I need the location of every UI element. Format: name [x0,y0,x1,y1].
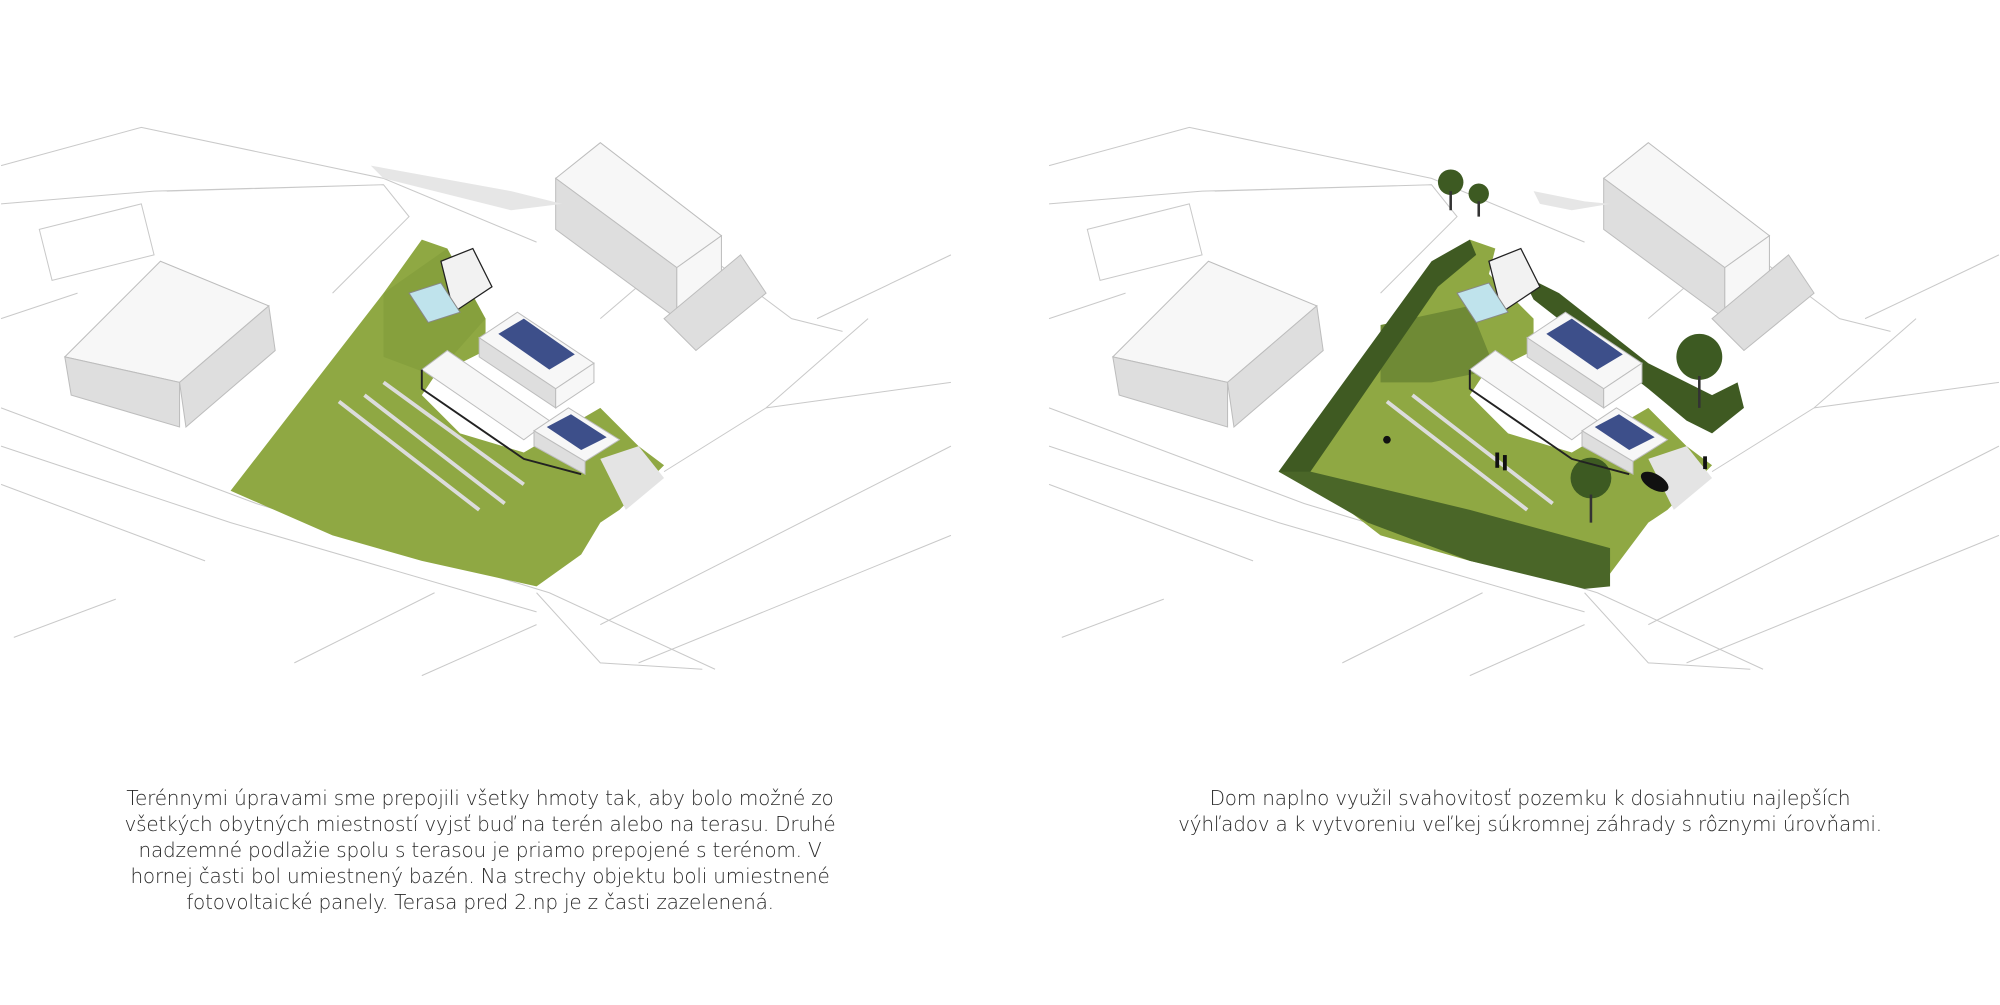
car [1640,471,1669,492]
shadow-plume [1533,191,1611,211]
trees [1437,169,1723,523]
site-axonometric-garden [1048,126,2000,677]
driveway [600,446,665,510]
people-figures [1383,435,1707,471]
neighbor-building-right [1602,142,1815,352]
context-lines [1048,126,2000,677]
house-building [408,247,621,476]
neighbor-house-left [63,260,276,428]
house-building [1456,247,1669,476]
left-panel-caption: Terénnymi úpravami sme prepojili všetky … [124,786,836,914]
pool [408,282,461,324]
hedges [1278,239,1744,589]
site-axonometric-terrain [0,126,952,677]
terrain-lawn [230,239,665,587]
right-panel-caption: Dom naplno využil svahovitosť pozemku k … [1178,786,1882,836]
driveway [1648,446,1713,510]
pool [1456,282,1509,324]
neighbor-building-right [554,142,767,352]
neighbor-house-left [1111,260,1324,428]
shadow-plume [370,165,563,211]
